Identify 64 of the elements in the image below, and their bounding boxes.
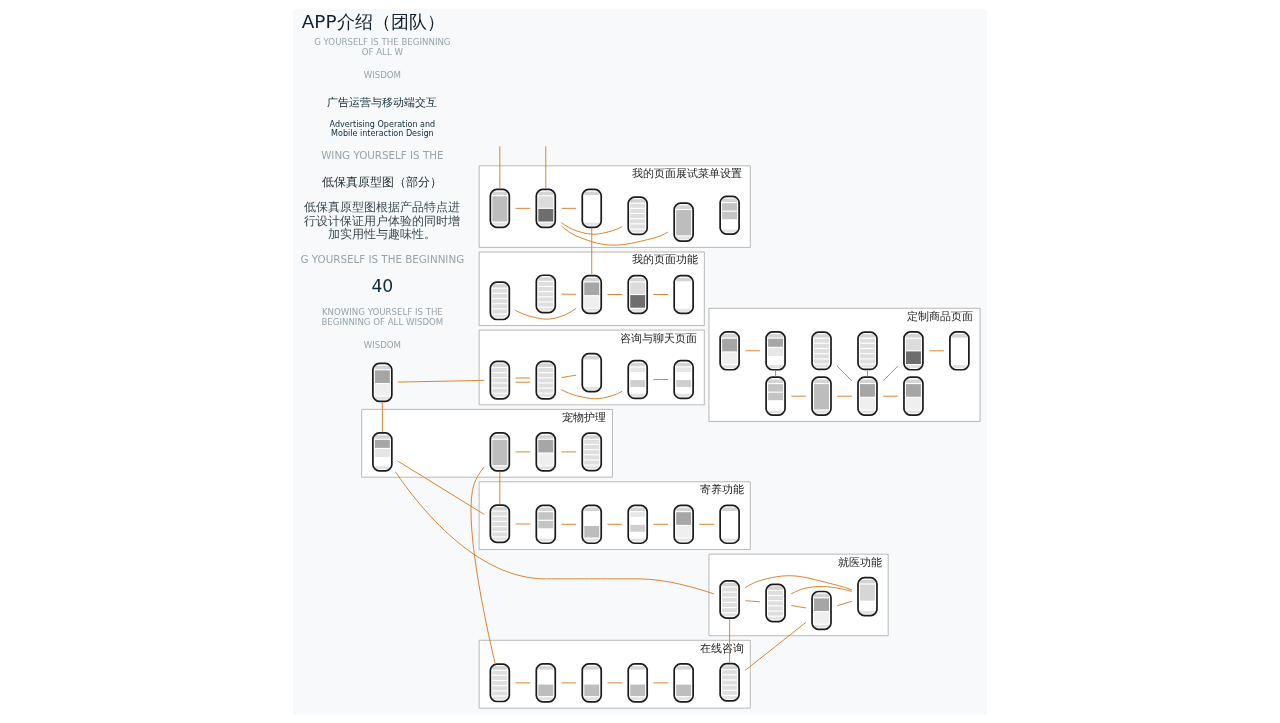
- connector: [790, 395, 807, 397]
- connector: [561, 450, 577, 452]
- label: WISDOM: [363, 69, 402, 80]
- connector: [744, 599, 761, 602]
- label: 40: [371, 275, 394, 296]
- diagram-title: APP介绍（团队）: [301, 10, 445, 32]
- connector: [515, 207, 531, 209]
- connector: [836, 395, 853, 397]
- connector: [561, 374, 577, 378]
- connector: [836, 365, 853, 381]
- connector: [499, 145, 501, 189]
- cluster: 宠物护理: [361, 408, 613, 478]
- connector: [790, 585, 853, 594]
- connector: [882, 395, 899, 397]
- connector: [607, 523, 623, 525]
- connector: [561, 681, 577, 683]
- connector: [515, 381, 531, 383]
- connector: [652, 293, 669, 295]
- connector: [470, 466, 496, 664]
- connector: [867, 369, 868, 377]
- connector: [515, 522, 531, 525]
- connector: [499, 470, 501, 505]
- cluster: 就医功能: [708, 553, 889, 636]
- connector: [928, 349, 945, 351]
- connector: [775, 369, 777, 377]
- connector: [514, 307, 577, 320]
- connector: [790, 604, 807, 608]
- connector: [560, 388, 623, 399]
- connector: [381, 401, 383, 433]
- connector: [515, 450, 531, 452]
- connector: [560, 225, 669, 246]
- cluster: 咨询与聊天页面: [478, 329, 705, 405]
- connector: [397, 460, 485, 515]
- label: G YOURSELF IS THE BEGINNING: [300, 252, 465, 265]
- connector: [698, 523, 715, 525]
- connector: [882, 365, 899, 381]
- label: 广告运营与移动端交互: [327, 94, 438, 109]
- connector: [652, 378, 669, 380]
- label: G YOURSELF IS THE BEGINNING OF ALL W: [314, 36, 451, 57]
- cluster: 寄养功能: [478, 480, 751, 550]
- connector: [394, 470, 715, 594]
- connector: [560, 221, 623, 235]
- connector: [607, 293, 623, 295]
- connector: [744, 349, 761, 351]
- cluster: 定制商品页面: [708, 307, 981, 422]
- connector: [561, 207, 577, 209]
- connector: [652, 681, 669, 683]
- connector: [515, 681, 531, 683]
- connector: [561, 293, 577, 295]
- connector: [652, 523, 669, 525]
- label: 低保真原型图（部分）: [322, 174, 443, 189]
- connector: [397, 379, 485, 383]
- connector: [744, 621, 807, 671]
- connector: [591, 227, 593, 275]
- connector: [744, 574, 853, 590]
- label: WING YOURSELF IS THE: [321, 148, 444, 161]
- connector: [545, 145, 547, 189]
- label: KNOWING YOURSELF IS THE BEGINNING OF ALL WISDOM: [321, 306, 444, 327]
- label: 低保真原型图根据产品特点进行设计保证用户体验的同时增加实用性与趣味性。: [304, 199, 461, 241]
- cluster: 我的页面功能: [478, 251, 705, 326]
- label: WISDOM: [363, 339, 402, 350]
- connector: [836, 600, 853, 606]
- connector: [607, 681, 623, 683]
- connector: [561, 523, 577, 525]
